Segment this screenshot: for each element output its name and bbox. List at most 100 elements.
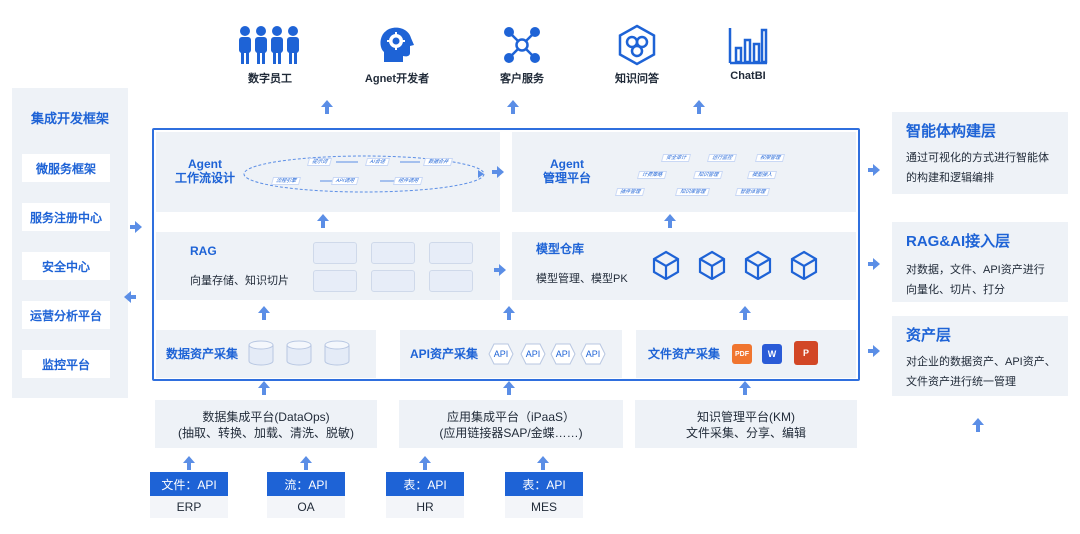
platform-pill: 运行监控 bbox=[706, 154, 738, 162]
right-arrow-icon bbox=[868, 258, 880, 270]
top-item-digital-employee: 数字员工 bbox=[225, 24, 315, 86]
database-icon bbox=[286, 340, 312, 366]
model-cube-icon bbox=[652, 250, 680, 280]
up-arrow-icon bbox=[321, 100, 333, 114]
platform-pill: 安全审计 bbox=[660, 154, 692, 162]
up-arrow-icon bbox=[503, 381, 515, 395]
people-group-icon bbox=[239, 26, 299, 64]
pdf-file-icon: PDF bbox=[732, 344, 752, 364]
source-api-tag: 表：API bbox=[505, 472, 583, 496]
left-panel-title: 集成开发框架 bbox=[30, 111, 109, 126]
top-label: 客户服务 bbox=[500, 73, 544, 85]
asset-layer-desc: 对企业的数据资产、API资产、文件资产进行统一管理 bbox=[906, 356, 1056, 388]
km-platform-box: 知识管理平台(KM) 文件采集、分享、编辑 bbox=[635, 400, 857, 448]
workflow-pill: AI会话 bbox=[364, 158, 390, 166]
agent-build-layer-title: 智能体构建层 bbox=[906, 123, 997, 140]
platform-pill: 知识库管理 bbox=[674, 188, 711, 196]
up-arrow-icon bbox=[507, 100, 519, 114]
left-item-service-registry[interactable]: 服务注册中心 bbox=[22, 203, 110, 231]
up-arrow-icon bbox=[419, 456, 431, 470]
api-hex-icon: API bbox=[580, 343, 606, 365]
vector-block bbox=[313, 242, 357, 264]
agent-platform-title: Agent 管理平台 bbox=[542, 157, 591, 185]
model-cube-icon bbox=[698, 250, 726, 280]
top-item-customer-service: 客户服务 bbox=[477, 24, 567, 86]
platform-pill: 模型接入 bbox=[746, 171, 778, 179]
ipaas-platform-box: 应用集成平台（iPaaS） (应用链接器SAP/金蝶……) bbox=[399, 400, 623, 448]
workflow-loop-diagram bbox=[243, 155, 485, 193]
hexagon-knowledge-icon bbox=[618, 24, 656, 66]
rag-ai-layer-card bbox=[892, 222, 1068, 302]
rag-description: 向量存储、知识切片 bbox=[190, 275, 289, 287]
platform-pill: 智能体管理 bbox=[734, 188, 771, 196]
left-item-ops-analytics[interactable]: 运营分析平台 bbox=[22, 301, 110, 329]
agent-platform-panel bbox=[512, 132, 856, 212]
up-arrow-icon bbox=[739, 306, 751, 320]
network-icon bbox=[504, 27, 540, 63]
source-api-tag: 表：API bbox=[386, 472, 464, 496]
word-file-icon: W bbox=[762, 344, 782, 364]
top-label: ChatBI bbox=[730, 70, 766, 82]
vector-block bbox=[313, 270, 357, 292]
right-arrow-icon bbox=[130, 221, 142, 233]
up-arrow-icon bbox=[739, 381, 751, 395]
model-panel bbox=[512, 232, 856, 300]
top-label: Agnet开发者 bbox=[364, 73, 430, 85]
bar-chart-icon bbox=[728, 28, 768, 65]
top-item-chatbi: ChatBI bbox=[703, 24, 793, 82]
workflow-pill: 流程引擎 bbox=[270, 177, 302, 185]
database-icon bbox=[248, 340, 274, 366]
vector-block bbox=[429, 270, 473, 292]
up-arrow-icon bbox=[258, 381, 270, 395]
rag-title: RAG bbox=[190, 244, 217, 258]
ppt-file-icon: P bbox=[794, 341, 818, 365]
rag-ai-layer-title: RAG&AI接入层 bbox=[906, 233, 1011, 250]
up-arrow-icon bbox=[972, 418, 984, 432]
left-arrow-icon bbox=[124, 291, 136, 303]
data-asset-title: 数据资产采集 bbox=[166, 347, 239, 361]
platform-pill: 计费策略 bbox=[636, 171, 668, 179]
source-api-tag: 文件：API bbox=[150, 472, 228, 496]
model-description: 模型管理、模型PK bbox=[536, 273, 628, 285]
left-item-security-center[interactable]: 安全中心 bbox=[22, 252, 110, 280]
workflow-pill: 组件调用 bbox=[392, 177, 424, 185]
agent-build-layer-desc: 通过可视化的方式进行智能体的构建和逻辑编排 bbox=[906, 152, 1049, 184]
brain-head-icon bbox=[380, 27, 414, 62]
vector-block bbox=[371, 242, 415, 264]
up-arrow-icon bbox=[537, 456, 549, 470]
platform-pill: 插件管理 bbox=[614, 188, 646, 196]
up-arrow-icon bbox=[183, 456, 195, 470]
api-asset-title: API资产采集 bbox=[410, 347, 479, 361]
agent-workflow-title: Agent 工作流设计 bbox=[174, 157, 235, 185]
agent-build-layer-card bbox=[892, 112, 1068, 194]
model-title: 模型仓库 bbox=[536, 242, 585, 256]
vector-block bbox=[429, 242, 473, 264]
top-label: 数字员工 bbox=[248, 73, 292, 85]
model-cube-icon bbox=[744, 250, 772, 280]
right-arrow-icon bbox=[868, 345, 880, 357]
right-arrow-icon bbox=[492, 166, 504, 178]
up-arrow-icon bbox=[300, 456, 312, 470]
left-panel bbox=[12, 88, 128, 398]
left-item-microservice[interactable]: 微服务框架 bbox=[22, 154, 110, 182]
platform-pill: 知识管理 bbox=[692, 171, 724, 179]
source-system-mes: MES bbox=[505, 496, 583, 518]
top-item-agent-developer: Agnet开发者 bbox=[352, 24, 442, 86]
up-arrow-icon bbox=[693, 100, 705, 114]
rag-ai-layer-desc: 对数据，文件、API资产进行向量化、切片、打分 bbox=[906, 264, 1045, 296]
vector-block bbox=[371, 270, 415, 292]
up-arrow-icon bbox=[503, 306, 515, 320]
api-hex-icon: API bbox=[520, 343, 546, 365]
up-arrow-icon bbox=[258, 306, 270, 320]
workflow-pill: 数据合并 bbox=[422, 158, 454, 166]
api-hex-icon: API bbox=[550, 343, 576, 365]
top-label: 知识问答 bbox=[615, 73, 659, 85]
source-system-oa: OA bbox=[267, 496, 345, 518]
workflow-pill: 提示词 bbox=[306, 158, 333, 166]
platform-pill: 权限管理 bbox=[754, 154, 786, 162]
file-asset-title: 文件资产采集 bbox=[648, 347, 721, 361]
right-arrow-icon bbox=[494, 264, 506, 276]
database-icon bbox=[324, 340, 350, 366]
left-item-monitoring[interactable]: 监控平台 bbox=[22, 350, 110, 378]
source-api-tag: 流：API bbox=[267, 472, 345, 496]
